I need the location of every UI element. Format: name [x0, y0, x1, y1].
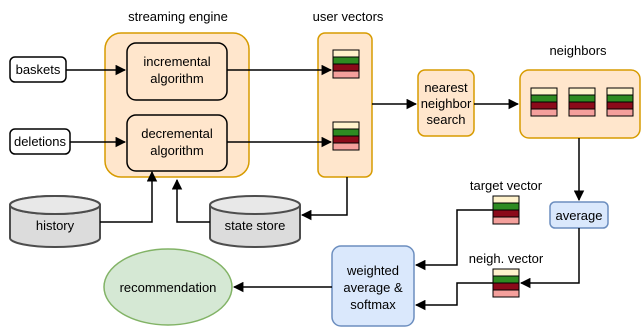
deletions-label: deletions	[14, 134, 67, 149]
weighted-average-softmax-node[interactable]	[331, 245, 415, 327]
history-label: history	[36, 218, 75, 233]
neighbors-label: neighbors	[549, 43, 607, 58]
weighted-label-2: average &	[343, 280, 403, 295]
average-label: average	[556, 208, 603, 223]
baskets-label: baskets	[16, 62, 61, 77]
target-vector	[492, 195, 520, 225]
user-vector-2	[332, 121, 360, 151]
recommendation-label: recommendation	[120, 280, 217, 295]
state-store-database[interactable]	[209, 195, 301, 248]
weighted-label-3: softmax	[350, 297, 396, 312]
target-vector-label: target vector	[470, 178, 543, 193]
recommendation-node[interactable]	[103, 248, 233, 326]
incremental-label: incremental	[143, 54, 210, 69]
nearest-label-2: neighbor	[421, 96, 472, 111]
user-vector-1	[332, 49, 360, 79]
connectors	[66, 64, 585, 311]
decremental-label: decremental	[141, 126, 213, 141]
nearest-neighbor-search-node[interactable]	[417, 69, 475, 137]
nearest-label-1: nearest	[424, 80, 468, 95]
state-store-label: state store	[225, 218, 286, 233]
neigh-vector	[492, 268, 520, 298]
neigh-vector-label: neigh. vector	[469, 251, 544, 266]
incremental-label-2: algorithm	[150, 71, 203, 86]
incremental-algorithm-node[interactable]	[126, 42, 228, 101]
history-database[interactable]	[9, 195, 101, 248]
neighbor-vector-2	[568, 87, 596, 117]
neighbor-vector-1	[530, 87, 558, 117]
decremental-algorithm-node[interactable]	[126, 114, 228, 172]
streaming-engine-label: streaming engine	[128, 9, 228, 24]
neighbor-vector-3	[606, 87, 634, 117]
user-vectors-label: user vectors	[313, 9, 384, 24]
nearest-label-3: search	[426, 112, 465, 127]
decremental-label-2: algorithm	[150, 143, 203, 158]
weighted-label-1: weighted	[346, 263, 399, 278]
